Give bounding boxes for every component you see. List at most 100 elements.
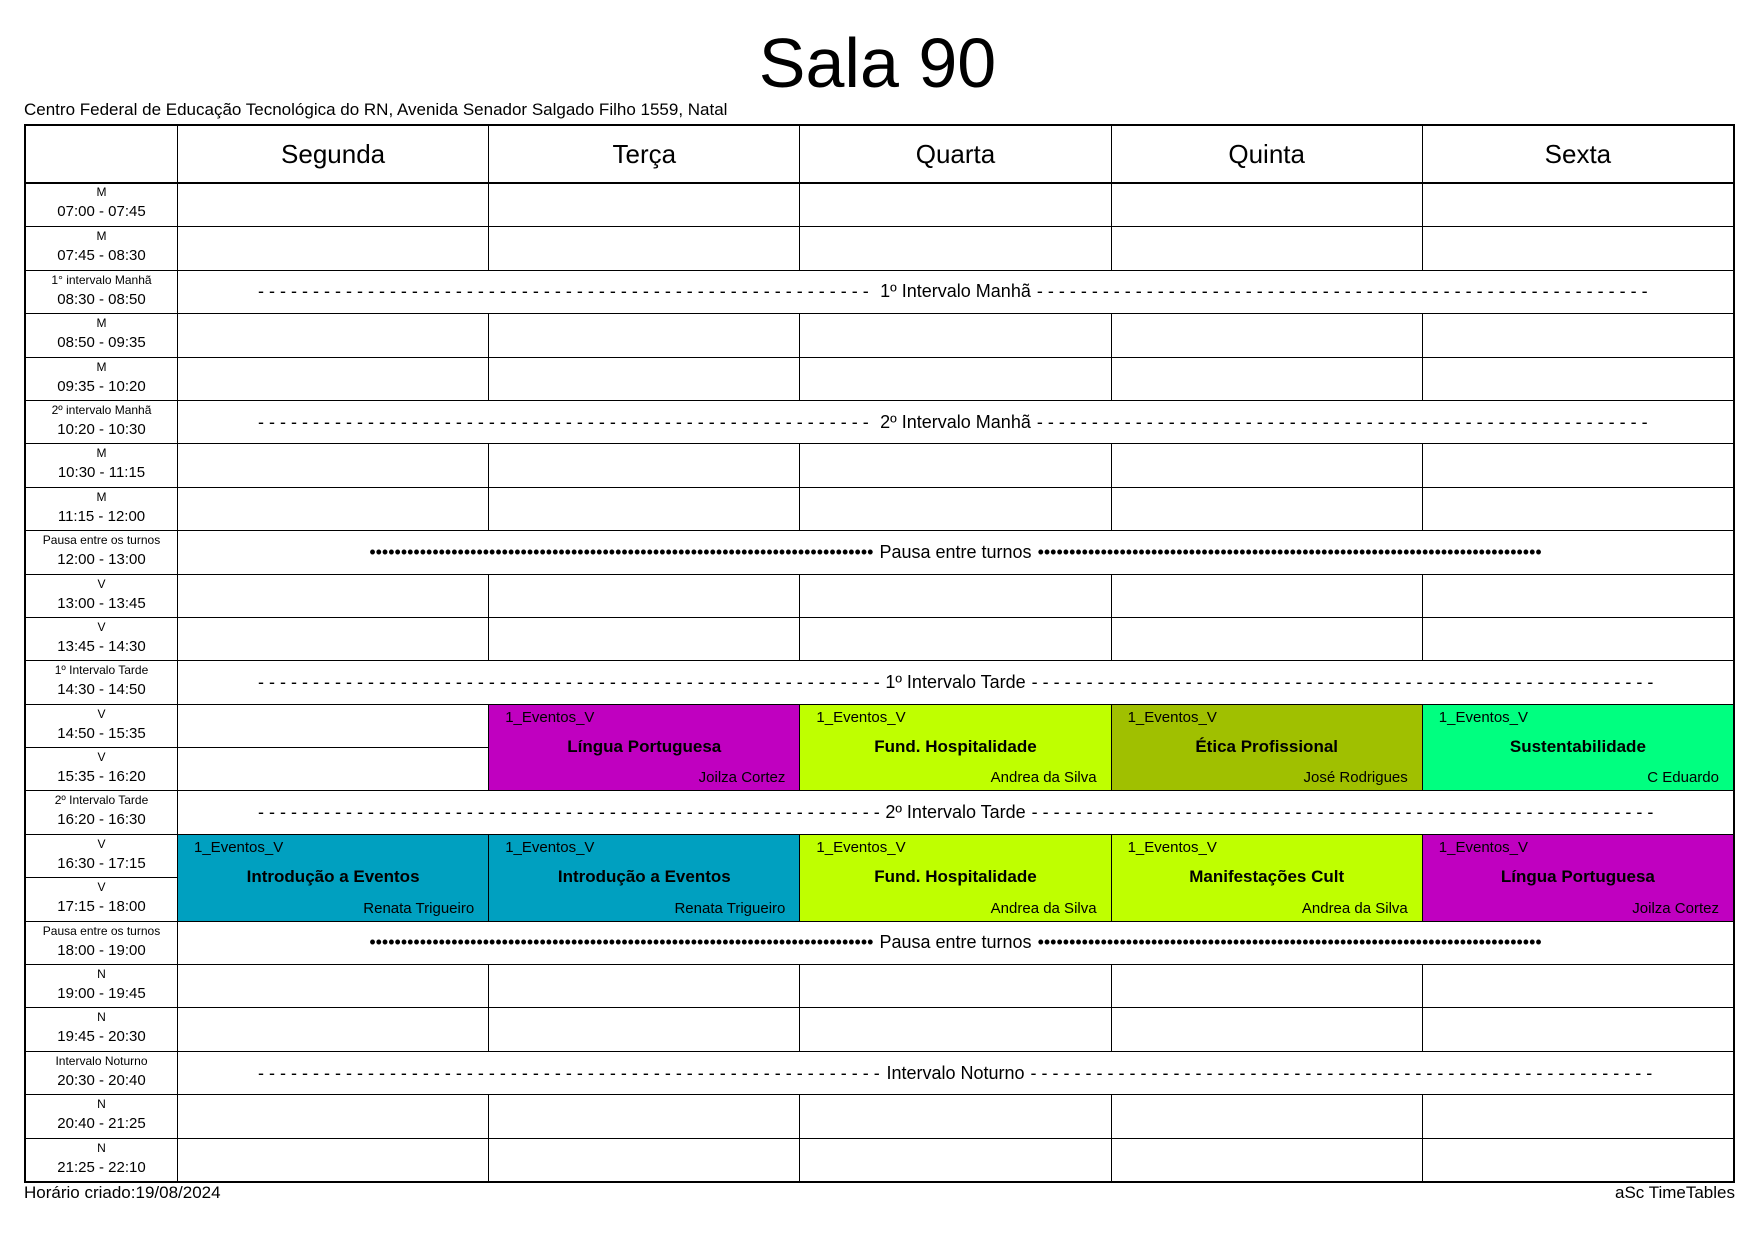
timetable-slot[interactable] xyxy=(1421,1094,1733,1138)
lesson-subject: Manifestações Cult xyxy=(1189,866,1345,886)
timetable-slot[interactable] xyxy=(177,313,489,357)
timetable-slot[interactable] xyxy=(1421,443,1733,487)
timetable-slot[interactable] xyxy=(1421,573,1733,617)
timetable-slot[interactable] xyxy=(177,703,489,748)
timetable-slot[interactable] xyxy=(799,183,1110,227)
timetable-slot[interactable] xyxy=(1421,183,1733,227)
break-filler: - - - - - - - - - - - - - - - - - - - - … xyxy=(1031,802,1654,823)
timetable-slot[interactable] xyxy=(1110,616,1422,661)
break-row: - - - - - - - - - - - - - - - - - - - - … xyxy=(177,269,1733,314)
timetable-slot[interactable] xyxy=(799,356,1111,400)
timetable-slot[interactable] xyxy=(1421,1137,1733,1181)
timetable-slot[interactable] xyxy=(488,356,800,400)
timetable-slot[interactable] xyxy=(177,1137,489,1181)
period-label: 2º intervalo Manhã xyxy=(51,402,152,417)
period-label: N xyxy=(97,967,106,982)
timetable-slot[interactable] xyxy=(488,616,800,661)
timetable-slot[interactable] xyxy=(799,1137,1111,1181)
timetable-slot[interactable] xyxy=(488,964,800,1008)
timetable-slot[interactable] xyxy=(1421,616,1733,661)
timetable-slot[interactable] xyxy=(1110,356,1422,400)
period-time: 14:30 - 14:50 xyxy=(57,681,146,699)
timetable-slot[interactable] xyxy=(1110,313,1422,357)
timetable-slot[interactable] xyxy=(1421,1007,1733,1051)
timetable-slot[interactable] xyxy=(1110,1094,1422,1138)
timetable-slot[interactable] xyxy=(799,443,1111,487)
period-time: 12:00 - 13:00 xyxy=(57,551,146,569)
timetable-slot[interactable] xyxy=(1110,226,1422,270)
timetable-slot[interactable] xyxy=(488,183,799,227)
timetable-slot[interactable] xyxy=(799,1094,1111,1138)
timetable-slot[interactable] xyxy=(1421,964,1733,1008)
break-filler: - - - - - - - - - - - - - - - - - - - - … xyxy=(258,671,880,692)
timetable-slot[interactable] xyxy=(1110,573,1422,617)
timetable-slot[interactable] xyxy=(1421,313,1733,357)
timetable-slot[interactable] xyxy=(177,616,489,661)
timetable-slot[interactable] xyxy=(1421,356,1733,400)
timetable-slot[interactable] xyxy=(1421,226,1733,270)
timetable-slot[interactable] xyxy=(799,226,1111,270)
timetable-slot[interactable] xyxy=(488,313,800,357)
timetable-slot[interactable] xyxy=(488,226,800,270)
timetable-slot[interactable] xyxy=(177,747,489,791)
timetable-slot[interactable] xyxy=(799,573,1111,617)
timetable-slot[interactable] xyxy=(799,616,1111,661)
lesson-group: 1_Eventos_V xyxy=(816,708,906,726)
timetable-slot[interactable] xyxy=(1110,486,1422,531)
timetable-slot[interactable] xyxy=(488,1007,800,1051)
timetable-slot[interactable] xyxy=(177,964,489,1008)
period-time: 08:30 - 08:50 xyxy=(57,290,146,308)
timetable-slot[interactable] xyxy=(1110,964,1422,1008)
timetable-slot[interactable] xyxy=(488,1137,800,1181)
corner-cell xyxy=(26,126,177,183)
timetable-slot[interactable] xyxy=(177,226,489,270)
timetable-slot[interactable] xyxy=(177,356,489,400)
period-label: N xyxy=(97,1097,106,1112)
timetable-slot[interactable] xyxy=(177,443,489,487)
timetable-slot[interactable] xyxy=(1110,1007,1422,1051)
lesson-group: 1_Eventos_V xyxy=(1127,838,1217,856)
timetable-slot[interactable] xyxy=(177,183,488,227)
break-filler: - - - - - - - - - - - - - - - - - - - - … xyxy=(258,1062,880,1083)
period-time: 07:00 - 07:45 xyxy=(57,203,146,220)
timetable-slot[interactable] xyxy=(1421,486,1733,531)
timetable-slot[interactable] xyxy=(1110,443,1422,487)
timetable-slot[interactable] xyxy=(799,964,1111,1008)
timetable-slot[interactable] xyxy=(1110,183,1422,227)
timetable-slot[interactable] xyxy=(1110,1137,1422,1181)
timetable-slot[interactable] xyxy=(177,1094,489,1138)
break-filler: ••••••••••••••••••••••••••••••••••••••••… xyxy=(1037,932,1542,953)
timetable-slot[interactable] xyxy=(488,443,800,487)
break-filler: - - - - - - - - - - - - - - - - - - - - … xyxy=(1036,281,1653,302)
period-time: 16:30 - 17:15 xyxy=(57,854,146,872)
timetable-slot[interactable] xyxy=(488,573,800,617)
break-filler: ••••••••••••••••••••••••••••••••••••••••… xyxy=(1037,541,1542,562)
timetable-slot[interactable] xyxy=(488,486,800,531)
timetable-slot[interactable] xyxy=(799,486,1111,531)
timetable-slot[interactable] xyxy=(799,313,1111,357)
break-label: Pausa entre turnos xyxy=(879,932,1032,953)
timetable-slot[interactable] xyxy=(177,486,489,531)
timetable-slot[interactable] xyxy=(488,1094,800,1138)
timetable-slot[interactable] xyxy=(177,1007,489,1051)
period-label: V xyxy=(97,750,106,765)
timetable-slot[interactable] xyxy=(177,573,489,617)
break-row: ••••••••••••••••••••••••••••••••••••••••… xyxy=(177,530,1733,574)
timetable-slot[interactable] xyxy=(799,1007,1111,1051)
